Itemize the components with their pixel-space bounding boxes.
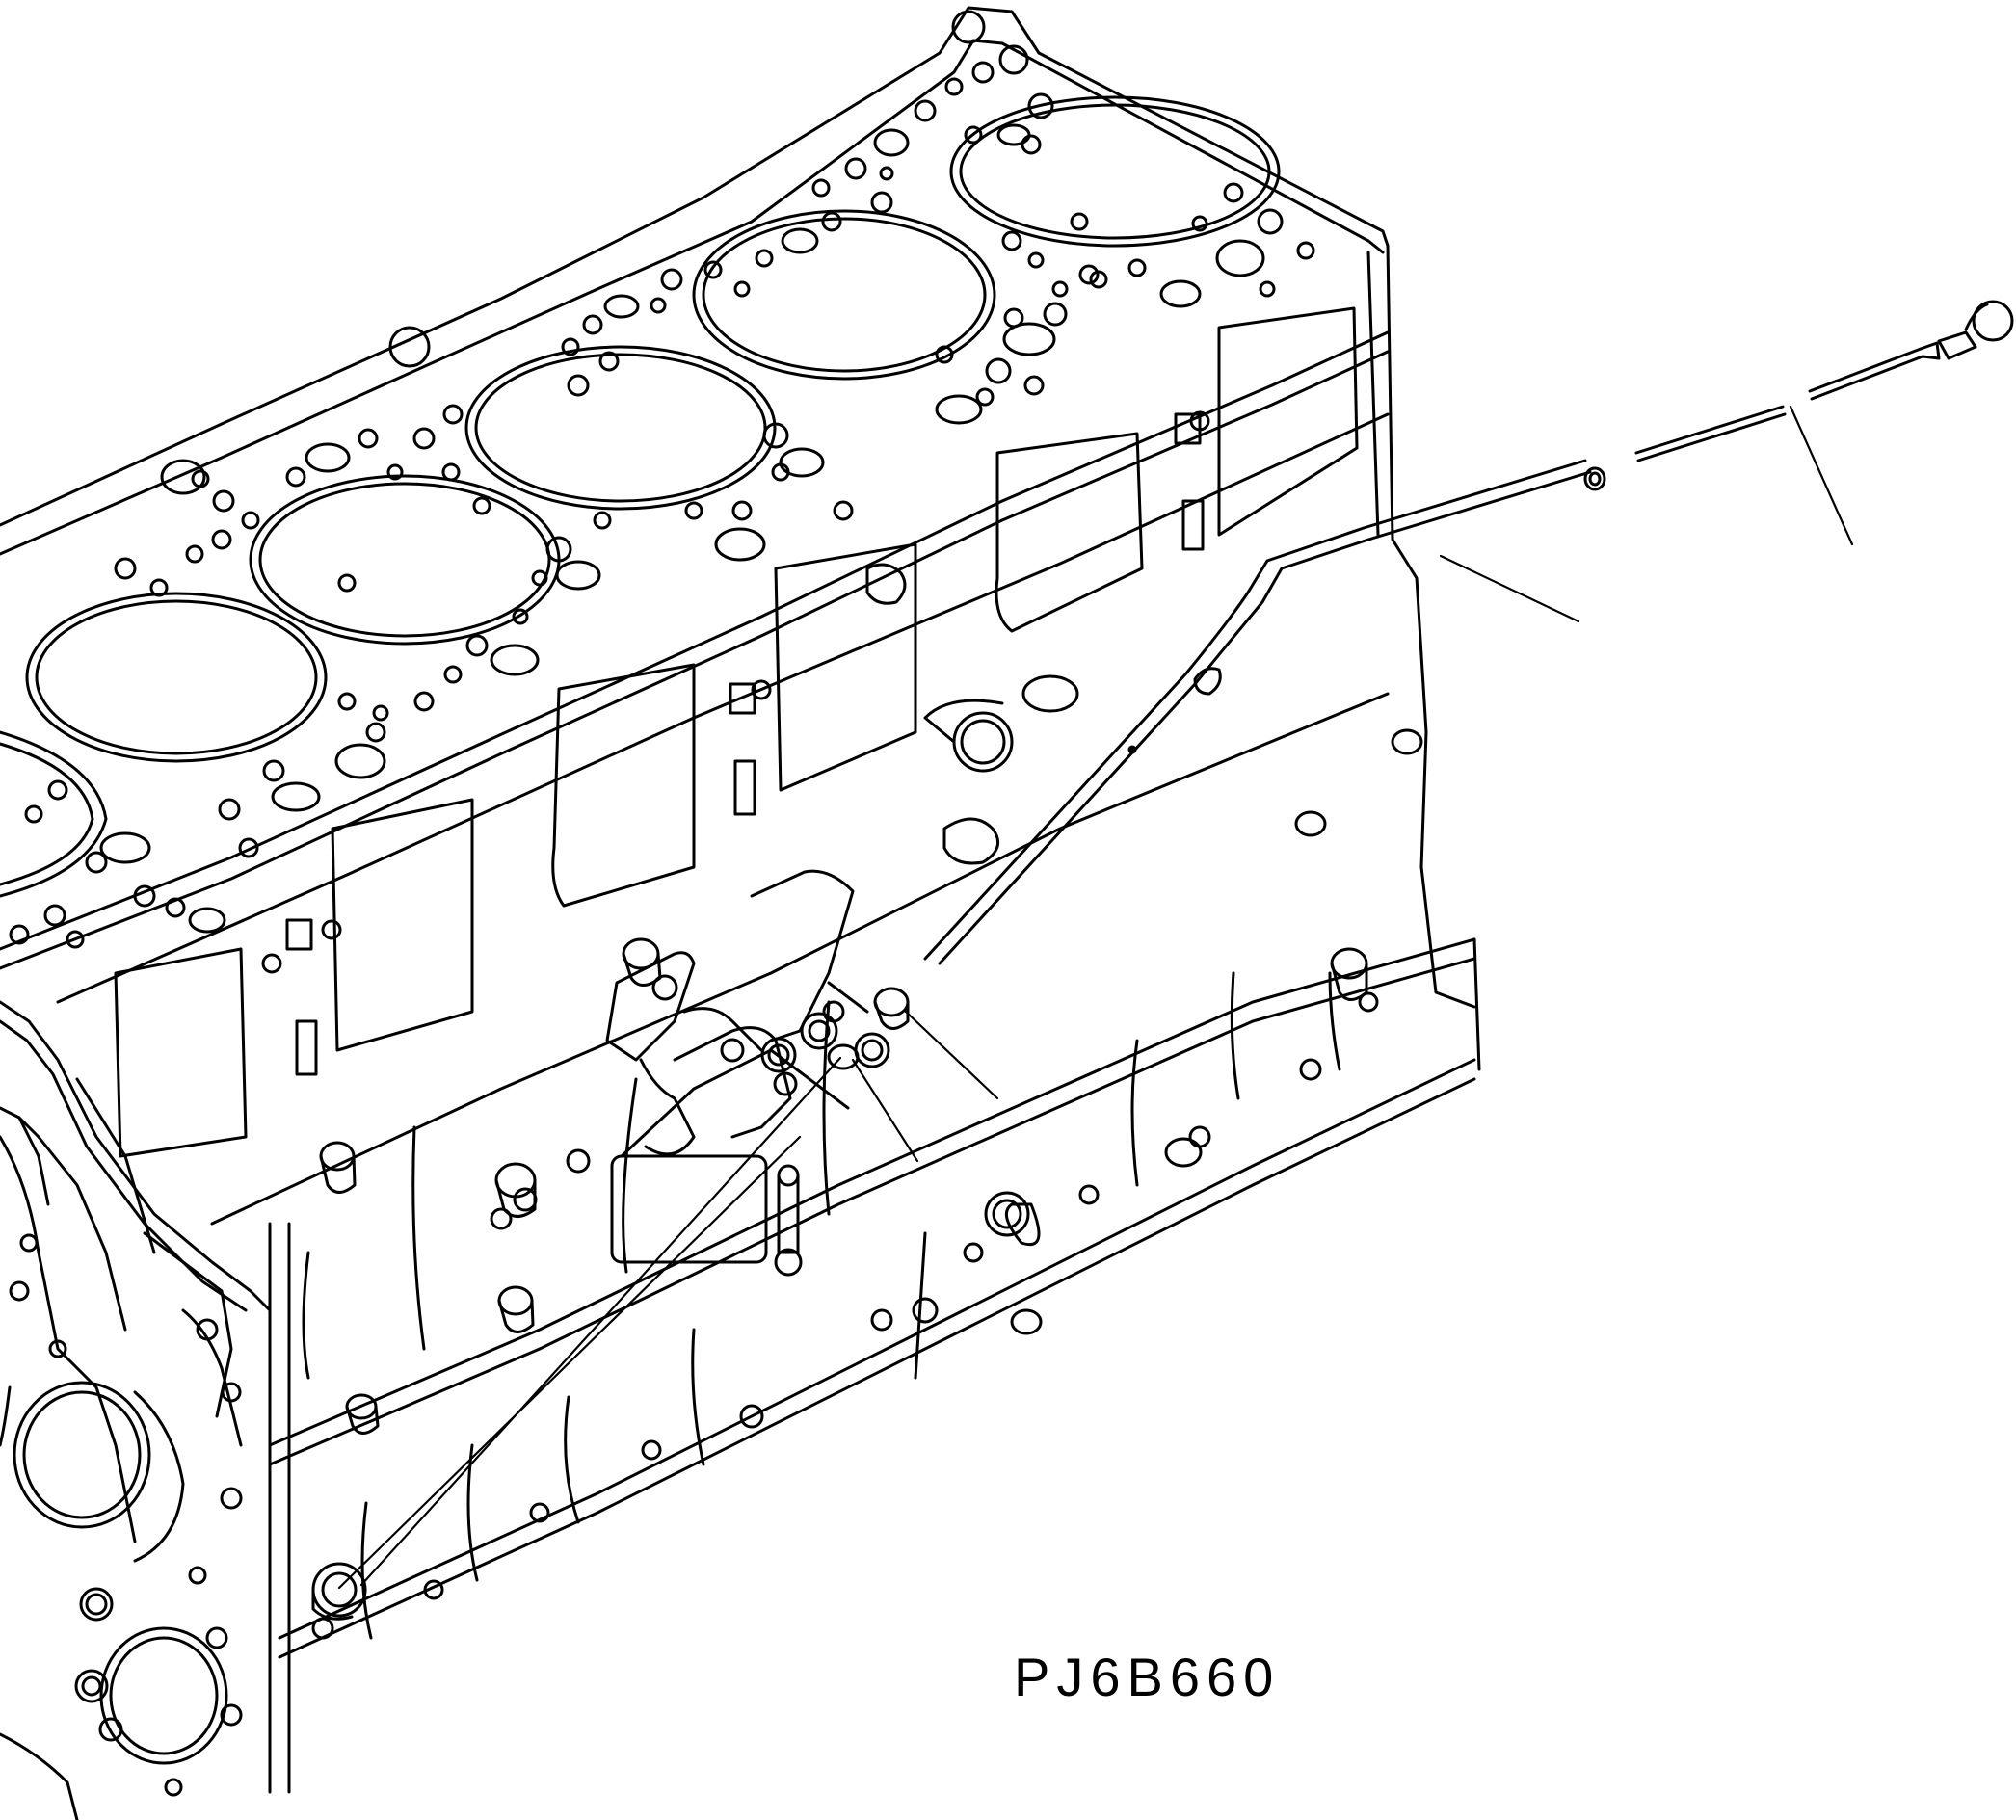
skirt-fitting xyxy=(776,1166,801,1275)
oil-dipstick xyxy=(1636,302,2012,461)
dowel-4 xyxy=(496,1164,535,1217)
dowel-10 xyxy=(347,1395,378,1434)
cylinder-bore-3 xyxy=(466,347,775,509)
dowel-1 xyxy=(875,989,908,1029)
side-mount-bosses xyxy=(491,565,1077,1262)
dowel-7 xyxy=(1166,1139,1201,1166)
drawing-code-label: PJ6B660 xyxy=(1014,1647,1281,1707)
leader-plug-a xyxy=(361,1058,840,1585)
dowel-8 xyxy=(1012,1310,1041,1333)
drain-plug xyxy=(313,1564,365,1619)
cylinder-bore-6 xyxy=(0,732,106,896)
leader-dowel-b xyxy=(853,1060,917,1161)
leader-guide-tube xyxy=(1441,556,1578,621)
cylinder-block-skirt xyxy=(212,694,1479,1792)
dowel-3 xyxy=(623,939,660,986)
leader-dipstick xyxy=(1791,407,1852,544)
dipstick-handle xyxy=(1974,302,2012,340)
dowel-9 xyxy=(499,1287,533,1332)
rocker-brackets xyxy=(607,871,889,1154)
dowel-11 xyxy=(1296,812,1325,835)
front-bore-large xyxy=(14,1383,149,1527)
dowel-2 xyxy=(829,1045,858,1068)
leader-plug-b xyxy=(339,1137,800,1588)
leader-lines xyxy=(339,407,1852,1588)
dowel-5 xyxy=(321,1143,355,1193)
deck-holes xyxy=(11,12,1313,947)
leader-dowel-a xyxy=(906,1012,997,1098)
cylinder-bores xyxy=(0,97,1279,896)
dowel-6 xyxy=(1332,949,1366,1000)
cylinder-block-top-deck xyxy=(0,8,1474,1007)
cylinder-bore-5 xyxy=(27,593,326,761)
side-face-panels xyxy=(116,308,1357,1156)
dowel-bosses xyxy=(321,730,1421,1434)
dowel-12 xyxy=(1393,730,1421,753)
cylinder-bore-1 xyxy=(951,97,1279,246)
front-timing-face xyxy=(0,1002,270,1820)
front-bore-lower xyxy=(101,1628,226,1763)
dipstick-guide-tube xyxy=(925,461,1605,963)
cylinder-bore-2 xyxy=(694,211,995,379)
